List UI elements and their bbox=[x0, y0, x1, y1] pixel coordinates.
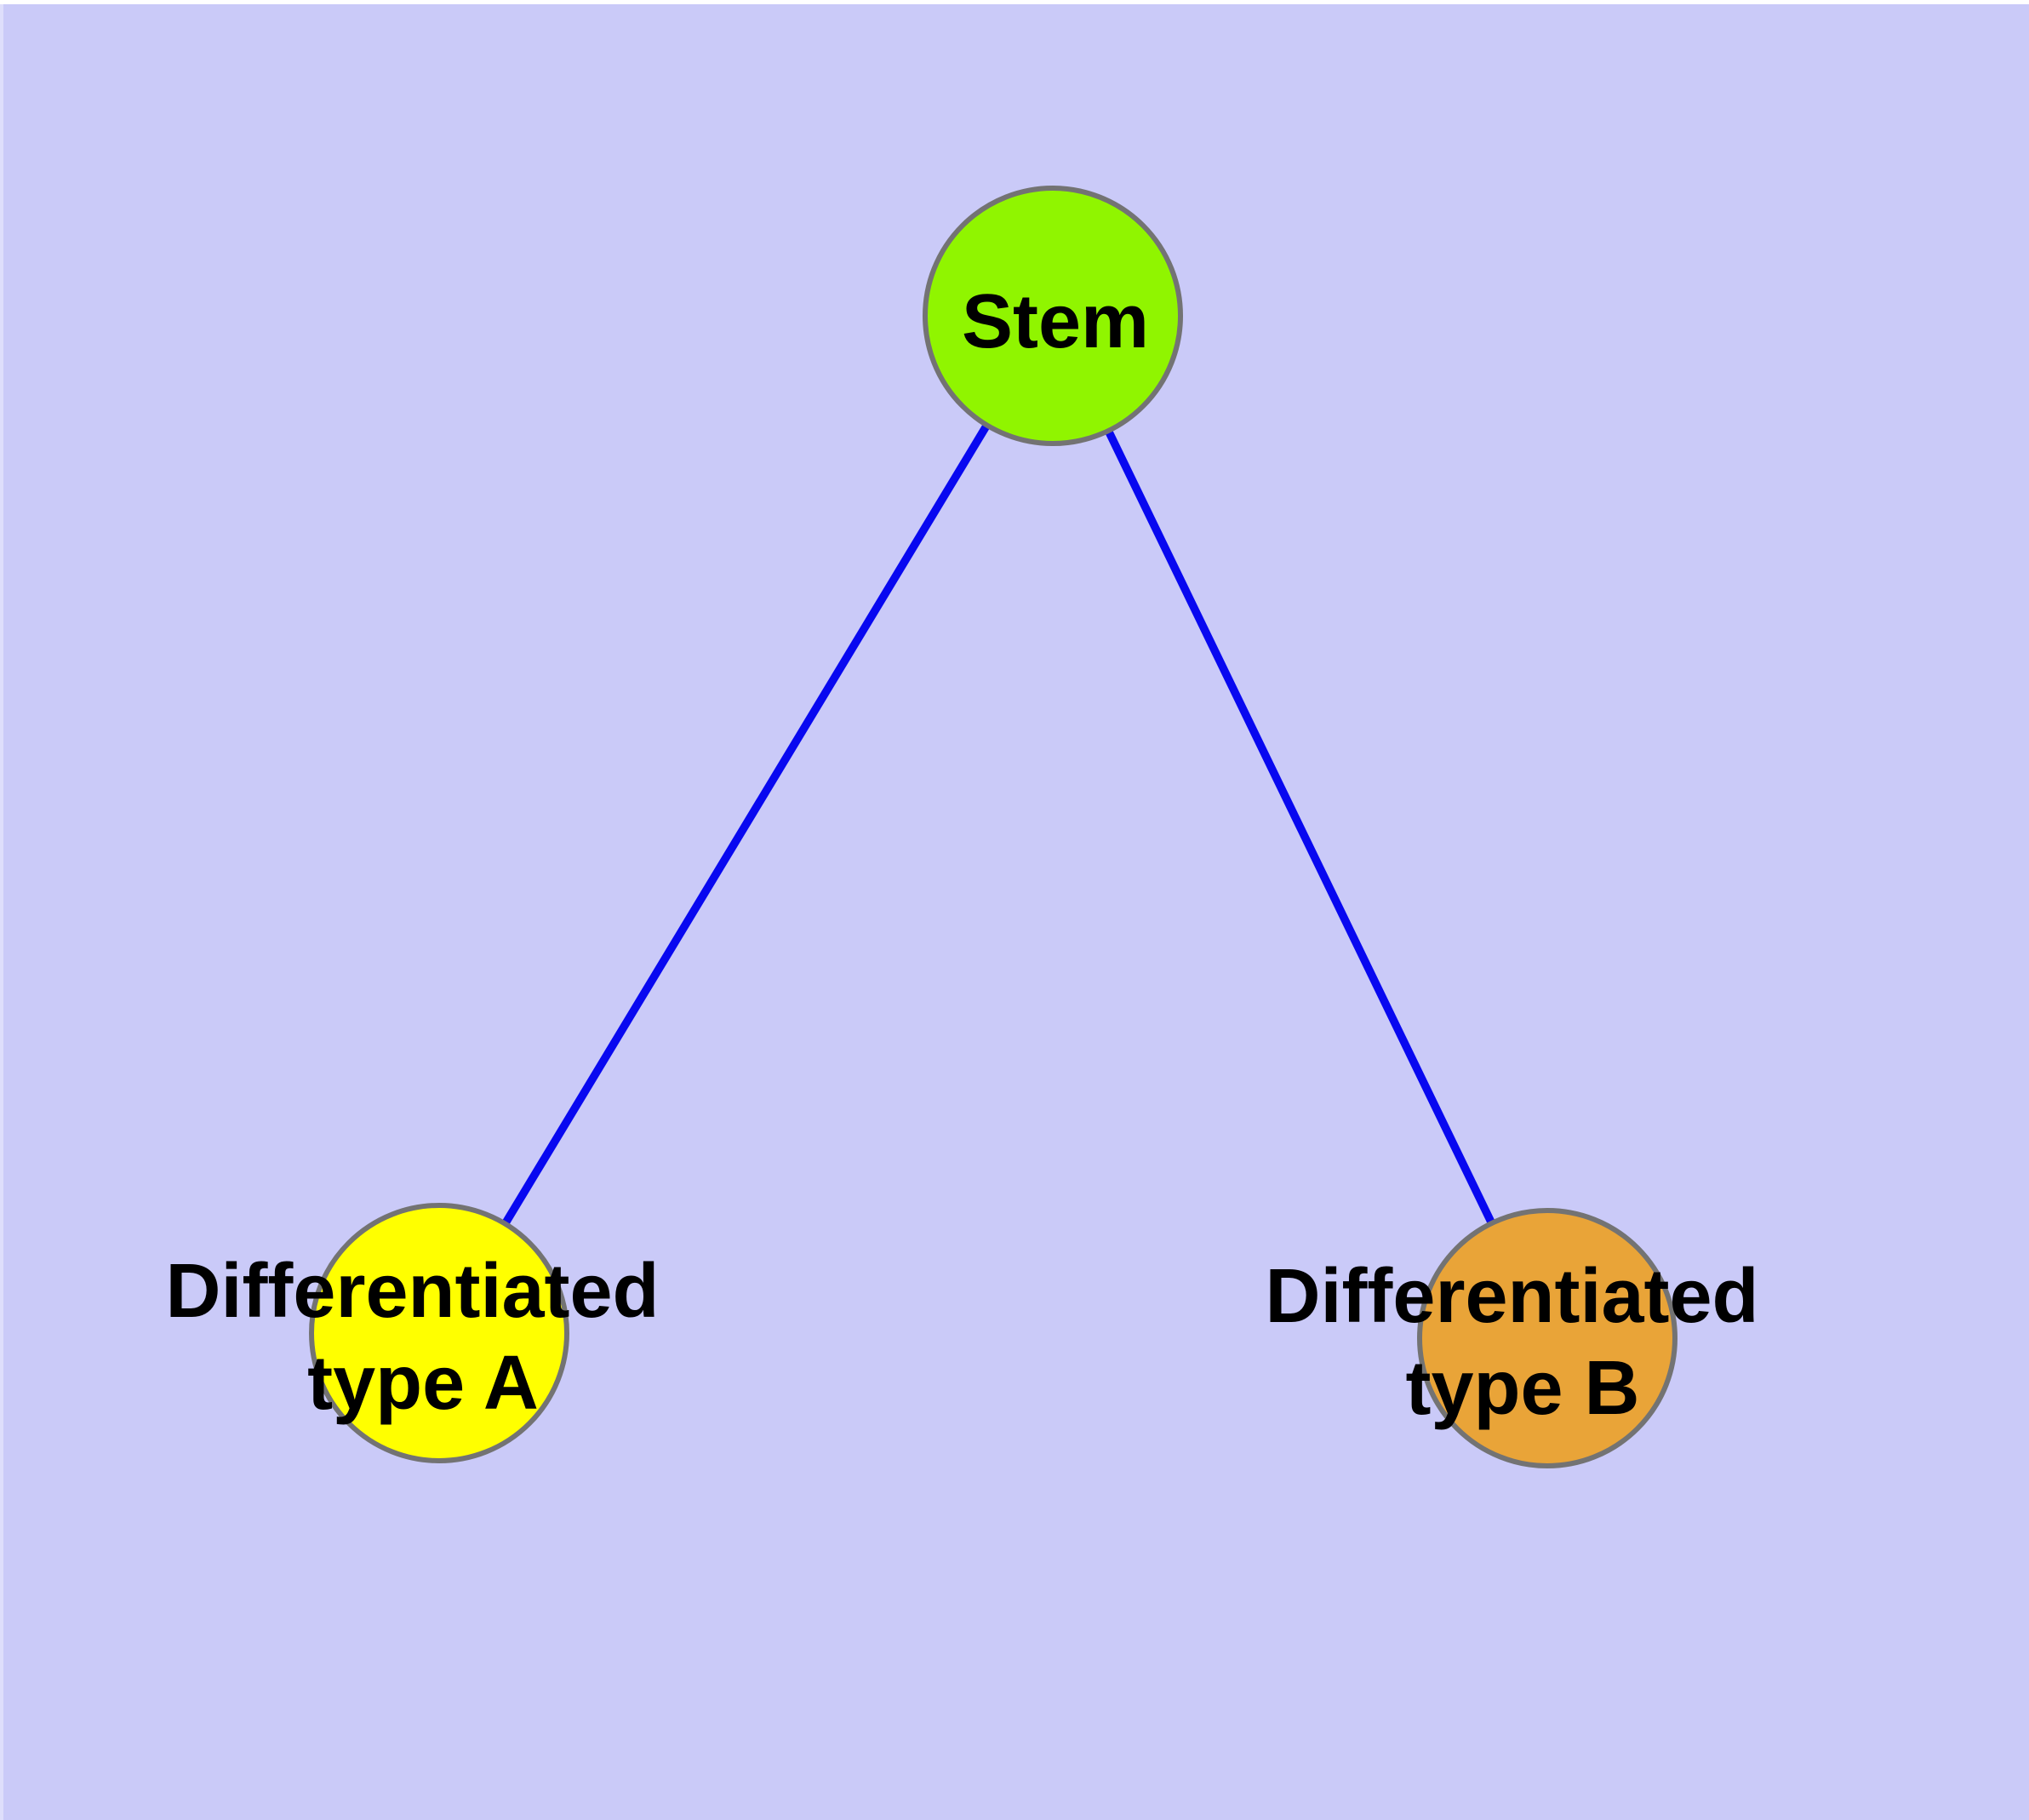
node-type-b-circle bbox=[1417, 1208, 1677, 1468]
node-type-b-label-line2: type B bbox=[1405, 1346, 1639, 1431]
node-stem-label-line1: Stem bbox=[962, 279, 1149, 364]
node-stem-circle bbox=[923, 186, 1183, 446]
edge-stem-to-type-a bbox=[435, 313, 1057, 1336]
left-margin-strip bbox=[0, 4, 3, 1820]
node-type-a-label-line1: Differentiated bbox=[165, 1249, 659, 1334]
edge-stem-to-type-b bbox=[1049, 313, 1552, 1341]
node-type-b-label-line1: Differentiated bbox=[1265, 1254, 1758, 1339]
node-type-b-label: Differentiated type B bbox=[1265, 1254, 1780, 1431]
node-type-a-label-line2: type A bbox=[307, 1341, 539, 1426]
node-type-a-circle bbox=[309, 1203, 569, 1463]
top-margin-strip bbox=[0, 0, 2029, 4]
node-stem-label: Stem bbox=[962, 279, 1149, 364]
node-type-a-label: Differentiated type A bbox=[165, 1249, 680, 1426]
